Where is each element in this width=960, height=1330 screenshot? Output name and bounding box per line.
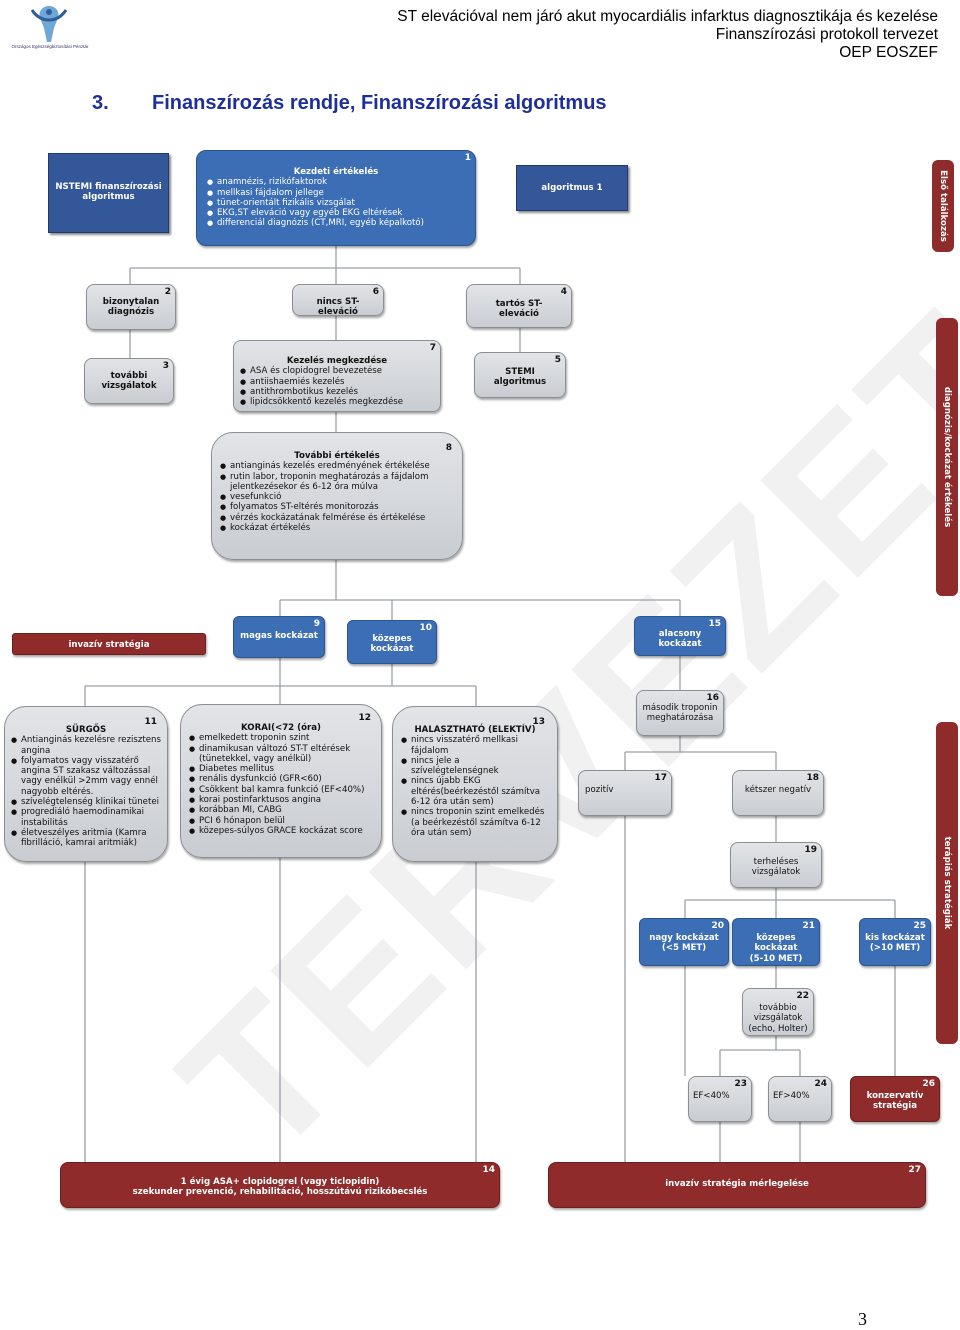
list-item: nincs troponin szint emelkedés (a beérke… [401, 807, 549, 838]
header-title: ST elevációval nem járó akut myocardiáli… [397, 8, 938, 25]
list-item: EKG,ST eleváció vagy egyéb EKG eltérések [207, 208, 465, 219]
list-item: antianginás kezelés eredményének értékel… [220, 461, 454, 472]
list-item: antiishaemiés kezelés [240, 377, 434, 388]
header-subtitle: Finanszírozási protokoll tervezet [715, 26, 938, 43]
section-heading: 3. Finanszírozás rendje, Finanszírozási a… [92, 92, 607, 115]
list-item: nincs újabb EKG eltérés(beérkezéstől szá… [401, 776, 549, 807]
list-item: Antianginás kezelésre rezisztens angina [11, 735, 161, 756]
list-item: PCI 6 hónapon belül [189, 816, 373, 827]
node-8-list: antianginás kezelés eredményének értékel… [220, 461, 454, 533]
list-item: életveszélyes aritmia (Kamra fibrilláció… [11, 828, 161, 849]
node-8-further-evaluation: 8 További értékelés antianginás kezelés … [211, 432, 463, 560]
node-13-deferred: 13 HALASZTHATÓ (ELEKTÍV) nincs visszatér… [392, 706, 558, 862]
node-1-initial-evaluation: 1 Kezdeti értékelés anamnézis, rizikófak… [196, 150, 476, 246]
list-item: szívelégtelenség klinikai tünetei [11, 797, 161, 808]
logo-text: Országos Egészségbiztosítási Pénztár [11, 44, 89, 49]
list-item: vesefunkció [220, 492, 454, 503]
list-item: folyamatos ST-eltérés monitorozás [220, 502, 454, 513]
node-7-start-treatment: 7 Kezelés megkezdése ASA és clopidogrel … [233, 340, 441, 412]
list-item: lipidcsökkentő kezelés megkezdése [240, 397, 434, 408]
document-header: ST elevációval nem járó akut myocardiáli… [397, 8, 938, 62]
section-title: Finanszírozás rendje, Finanszírozási alg… [152, 92, 607, 114]
list-item: progrediáló haemodinamikai instabilitás [11, 807, 161, 828]
side-label-diagnosis: diagnózis/kockázat értékelés [936, 318, 958, 596]
list-item: Csökkent bal kamra funkció (EF<40%) [189, 785, 373, 796]
list-item: vérzés kockázatának felmérése és értékel… [220, 513, 454, 524]
list-item: differenciál diagnózis (CT,MRI, egyéb ké… [207, 218, 465, 229]
list-item: antithrombotikus kezelés [240, 387, 434, 398]
list-item: nincs visszatérő mellkasi fájdalom [401, 735, 549, 756]
list-item: dinamikusan változó ST-T eltérések (tüne… [189, 744, 373, 765]
list-item: rutin labor, troponin meghatározás a fáj… [220, 472, 454, 493]
algorithm-1-box: algoritmus 1 [516, 165, 628, 211]
list-item: közepes-súlyos GRACE kockázat score [189, 826, 373, 837]
node-11-list: Antianginás kezelésre rezisztens anginaf… [11, 735, 161, 848]
header-organization: OEP EOSZEF [839, 44, 938, 61]
node-7-list: ASA és clopidogrel bevezetéseantiishaemi… [240, 366, 434, 407]
invasive-strategy-label: invazív stratégia [12, 633, 206, 655]
list-item: korábban MI, CABG [189, 805, 373, 816]
section-number: 3. [92, 92, 109, 114]
side-label-therapy: terápiás stratégiák [936, 722, 958, 1044]
side-label-first-contact: Első találkozás [932, 160, 954, 252]
list-item: emelkedett troponin szint [189, 733, 373, 744]
oep-logo [14, 2, 84, 64]
list-item: nincs jele a szívelégtelenségnek [401, 756, 549, 777]
list-item: anamnézis, rizikófaktorok [207, 177, 465, 188]
list-item: renális dysfunkció (GFR<60) [189, 774, 373, 785]
nstemi-algorithm-box: NSTEMI finanszírozási algoritmus [48, 153, 169, 233]
node-14-secondary-prevention: 14 1 évig ASA+ clopidogrel (vagy ticlopi… [60, 1162, 500, 1208]
list-item: kockázat értékelés [220, 523, 454, 534]
node-12-list: emelkedett troponin szintdinamikusan vál… [189, 733, 373, 836]
node-12-early: 12 KORAI(<72 (óra) emelkedett troponin s… [180, 704, 382, 858]
list-item: ASA és clopidogrel bevezetése [240, 366, 434, 377]
node-13-list: nincs visszatérő mellkasi fájdalomnincs … [401, 735, 549, 838]
node-1-list: anamnézis, rizikófaktorokmellkasi fájdal… [207, 177, 465, 229]
oep-logo-icon [30, 6, 68, 42]
list-item: tünet-orientált fizikális vizsgálat [207, 198, 465, 209]
list-item: korai postinfarktusos angina [189, 795, 373, 806]
list-item: folyamatos vagy visszatérő angina ST sza… [11, 756, 161, 797]
node-11-urgent: 11 SÜRGŐS Antianginás kezelésre reziszte… [4, 706, 168, 862]
page-number: 3 [858, 1309, 867, 1329]
list-item: Diabetes mellitus [189, 764, 373, 775]
list-item: mellkasi fájdalom jellege [207, 188, 465, 199]
